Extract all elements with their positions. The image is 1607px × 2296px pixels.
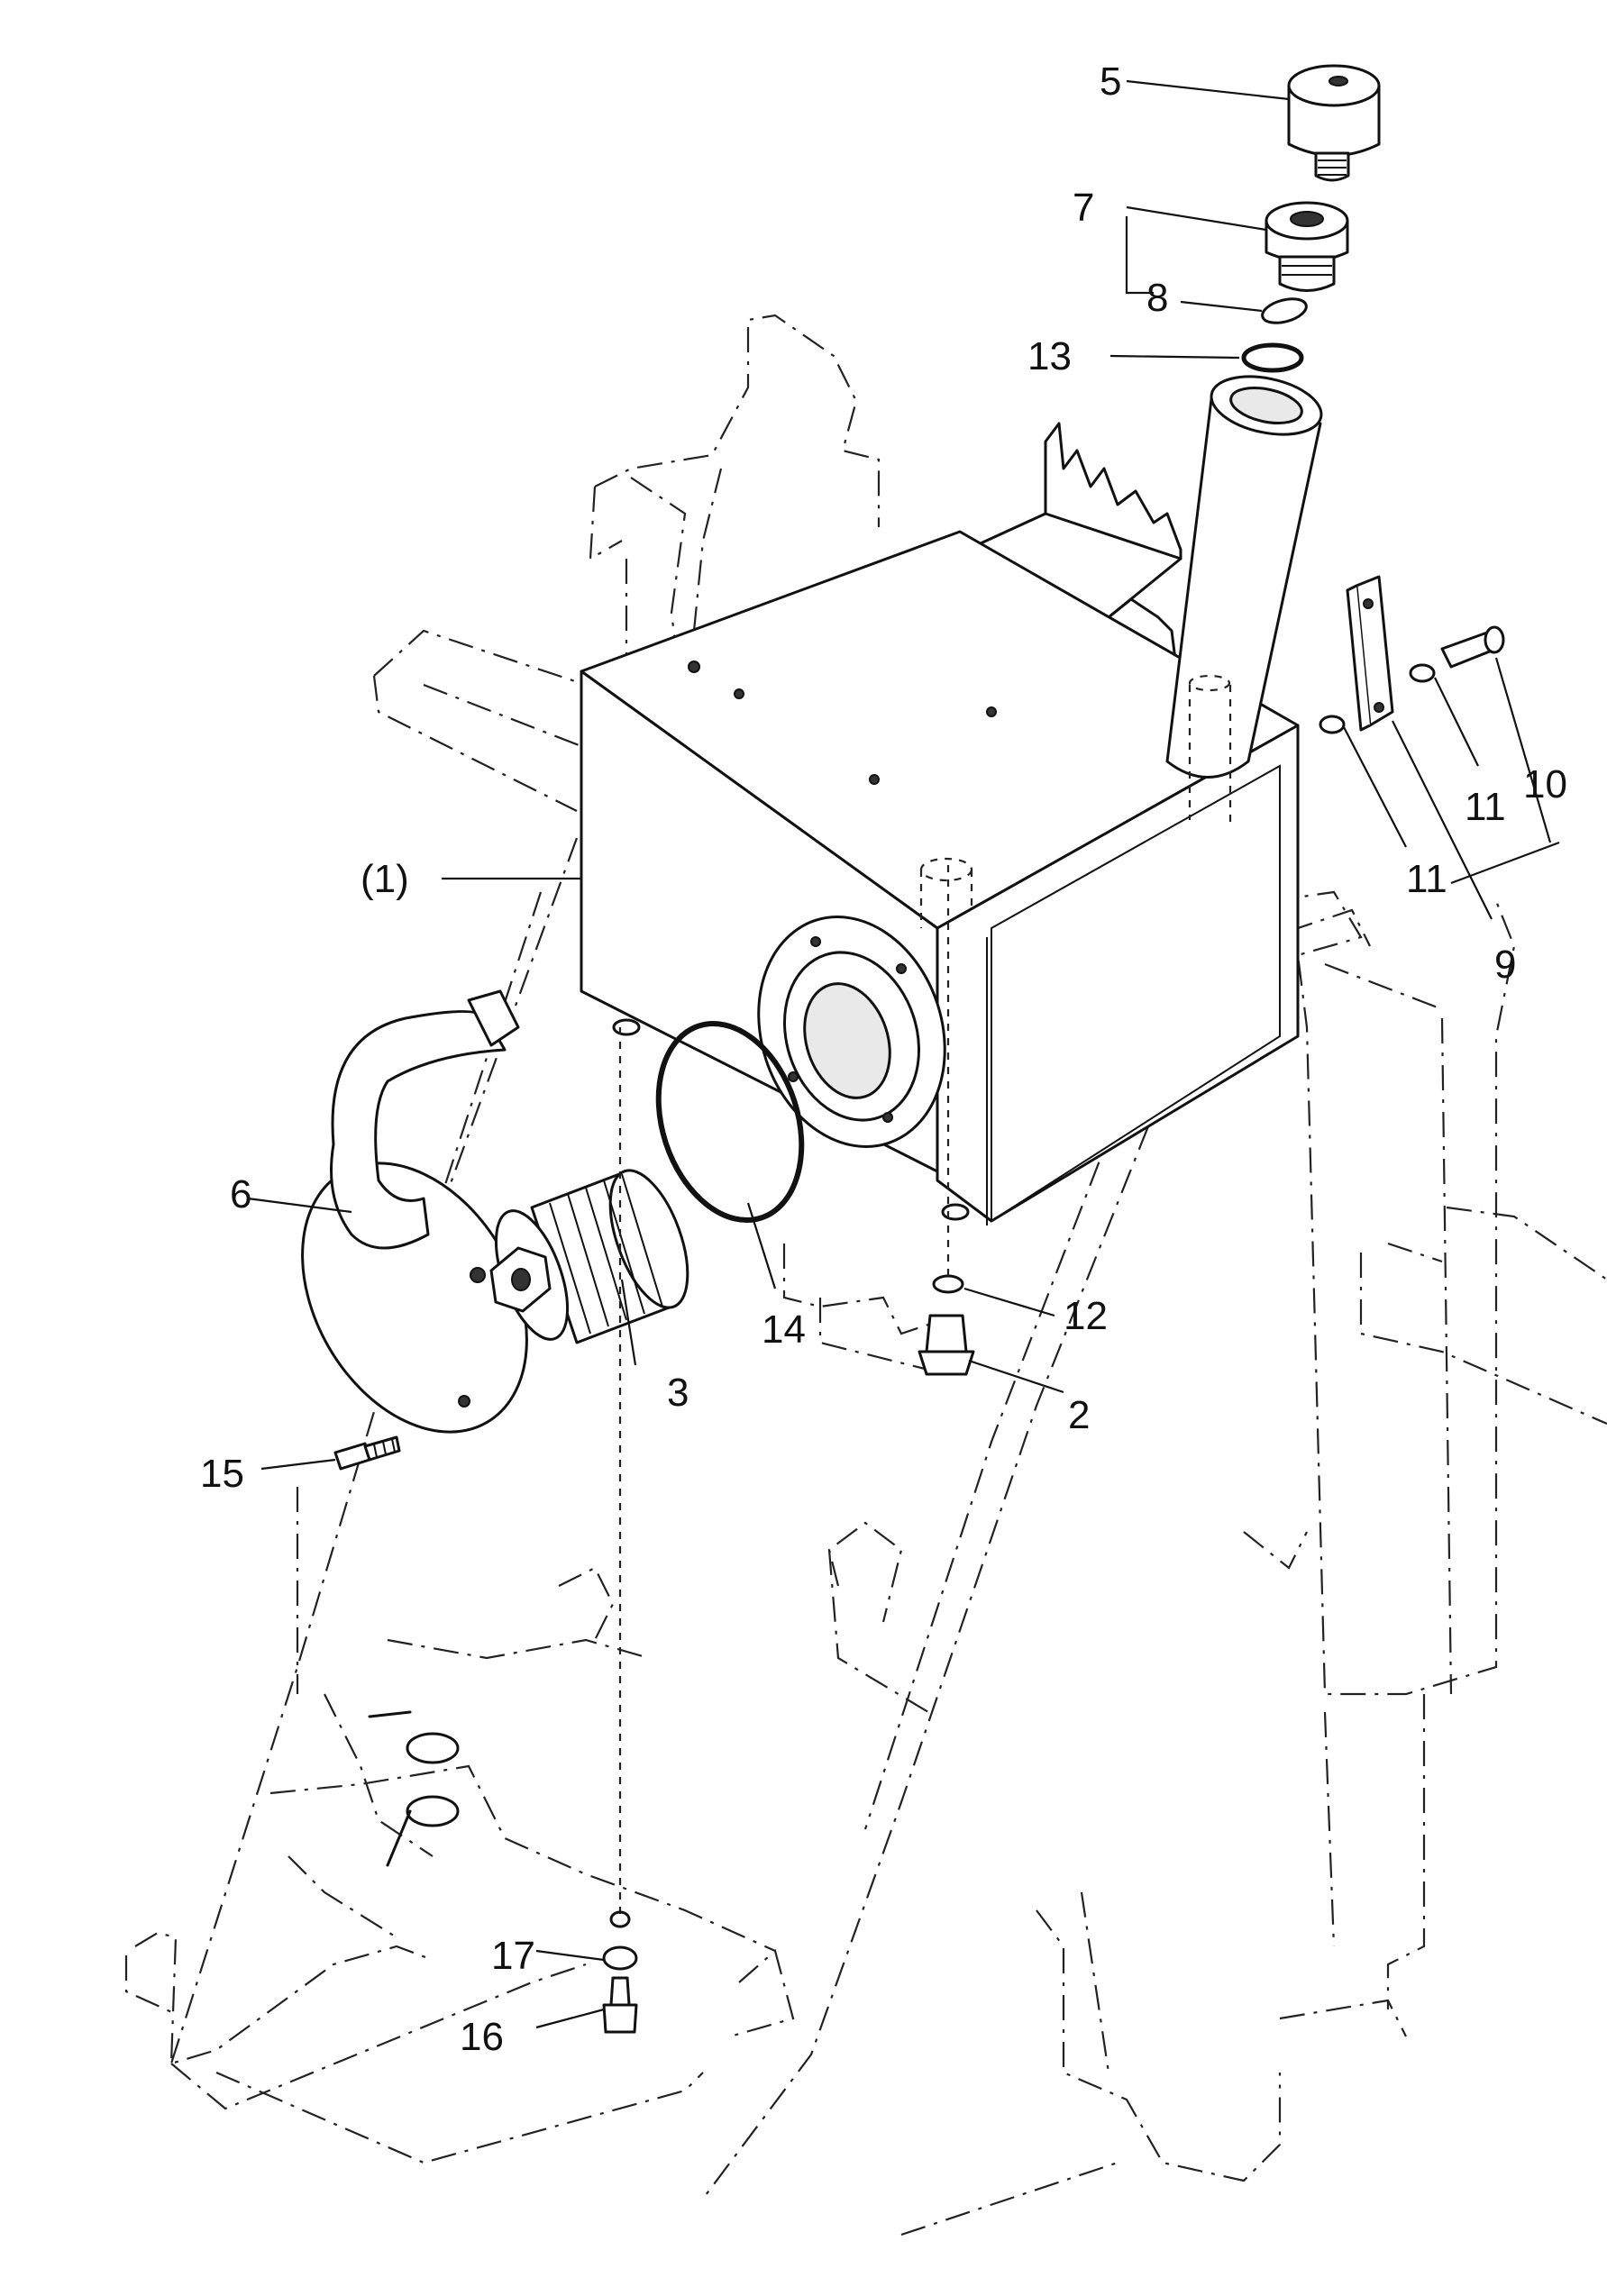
callout-3: 3 <box>667 1371 689 1415</box>
callout-11b: 11 <box>1406 857 1447 901</box>
callout-9: 9 <box>1494 943 1516 987</box>
callout-14: 14 <box>762 1307 806 1352</box>
callout-5: 5 <box>1100 59 1121 104</box>
callout-17: 17 <box>491 1934 535 1978</box>
callout-labels: 5 7 8 13 (1) 6 14 3 12 2 15 17 16 11 11 … <box>200 59 1567 2059</box>
drain-plug <box>918 865 975 1376</box>
callout-13: 13 <box>1027 334 1072 378</box>
callout-12: 12 <box>1064 1294 1108 1338</box>
adapter-nut <box>1265 201 1349 292</box>
callout-11a: 11 <box>1465 785 1506 829</box>
strap-bracket <box>1319 575 1505 734</box>
washer-8 <box>1261 297 1308 324</box>
callout-leaders <box>247 79 1560 2029</box>
callout-7: 7 <box>1073 186 1094 230</box>
strainer-element <box>489 1169 689 1344</box>
bolt-15 <box>333 1435 401 1471</box>
callout-10: 10 <box>1523 762 1567 806</box>
o-ring-14 <box>655 1020 805 1224</box>
callout-16: 16 <box>460 2015 504 2059</box>
hydraulic-tank <box>580 422 1300 1225</box>
callout-8: 8 <box>1146 276 1168 320</box>
bottom-bolt <box>602 1027 638 2034</box>
filler-neck <box>1165 375 1323 825</box>
o-ring-13 <box>1241 342 1304 373</box>
suction-pipe <box>301 989 528 1434</box>
callout-15: 15 <box>200 1452 244 1496</box>
breather-cap <box>1287 64 1381 182</box>
callout-6: 6 <box>230 1172 251 1216</box>
callout-2: 2 <box>1068 1393 1090 1437</box>
callout-1: (1) <box>361 857 409 901</box>
